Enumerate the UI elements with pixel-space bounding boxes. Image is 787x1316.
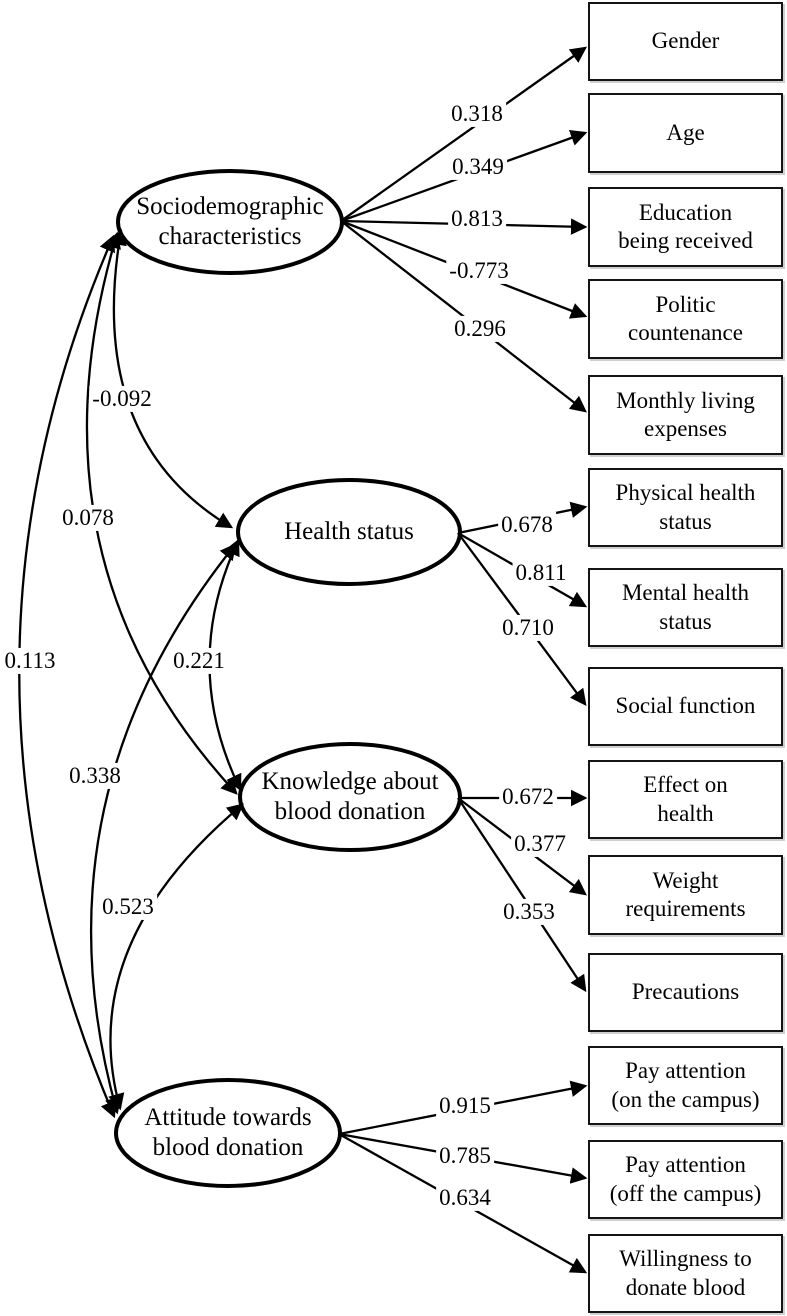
observed-label: Effect on health [643, 772, 728, 826]
loading-value-physical: 0.678 [498, 511, 556, 539]
loading-value-social: 0.710 [499, 614, 557, 642]
latent-label-sociodemographic: Sociodemographic characteristics [136, 193, 324, 250]
latent-label-health-status: Health status [284, 518, 414, 545]
observed-label: Mental health status [621, 580, 750, 634]
observed-box-effect: Effect on health [588, 760, 783, 839]
loading-value-precautions: 0.353 [500, 898, 558, 926]
covariance-value-health-knowledge: 0.221 [170, 647, 228, 675]
observed-box-education: Education being received [588, 187, 783, 267]
loading-value-politic: -0.773 [446, 257, 512, 285]
covariance-value-health-attitude: 0.338 [66, 762, 124, 790]
observed-box-weight: Weight requirements [588, 855, 783, 935]
observed-label: Gender [651, 28, 720, 54]
observed-box-social: Social function [588, 667, 783, 746]
observed-box-pay-on-campus: Pay attention (on the campus) [588, 1046, 783, 1125]
observed-label: Pay attention (off the campus) [609, 1152, 762, 1206]
loading-value-effect: 0.672 [499, 783, 557, 811]
loading-value-willingness: 0.634 [436, 1184, 494, 1212]
observed-label: Willingness to donate blood [619, 1246, 752, 1300]
latent-label-knowledge: Knowledge about blood donation [261, 768, 439, 825]
loading-arrow-gender [340, 46, 588, 222]
covariance-value-socio-health: -0.092 [89, 385, 155, 413]
observed-box-mental: Mental health status [588, 568, 783, 647]
loading-value-weight: 0.377 [511, 830, 569, 858]
latent-label-attitude: Attitude towards blood donation [144, 1104, 312, 1161]
observed-label: Politic countenance [628, 291, 743, 345]
observed-box-precautions: Precautions [588, 953, 783, 1032]
observed-box-age: Age [588, 93, 783, 173]
observed-box-willingness: Willingness to donate blood [588, 1234, 783, 1313]
observed-label: Education being received [618, 199, 753, 253]
covariance-value-socio-attitude: 0.113 [1, 647, 59, 675]
loading-value-pay-on: 0.915 [436, 1092, 494, 1120]
loading-value-mental: 0.811 [512, 559, 570, 587]
observed-label: Precautions [631, 979, 740, 1005]
observed-label: Weight requirements [625, 867, 746, 921]
observed-box-gender: Gender [588, 2, 783, 81]
observed-box-monthly: Monthly living expenses [588, 375, 783, 455]
loading-arrow-precautions [457, 797, 587, 993]
observed-label: Physical health status [615, 480, 756, 534]
covariance-curve-health-attitude [89, 543, 237, 1115]
observed-label: Social function [615, 693, 756, 719]
latent-ellipses [114, 169, 462, 1188]
loading-value-pay-off: 0.785 [436, 1142, 494, 1170]
covariance-value-knowledge-attitude: 0.523 [99, 893, 157, 921]
observed-label: Pay attention (on the campus) [611, 1058, 760, 1112]
loading-value-monthly: 0.296 [451, 315, 509, 343]
covariance-curve-socio-attitude [18, 234, 117, 1119]
covariance-curve-socio-health [110, 228, 234, 529]
covariance-value-socio-knowledge: 0.078 [59, 504, 117, 532]
loading-value-age: 0.349 [449, 153, 507, 181]
observed-box-physical: Physical health status [588, 468, 783, 547]
observed-box-pay-off-campus: Pay attention (off the campus) [588, 1140, 783, 1219]
observed-label: Age [666, 119, 705, 145]
observed-box-politic: Politic countenance [588, 279, 783, 359]
loading-value-education: 0.813 [448, 205, 506, 233]
observed-label: Monthly living expenses [616, 387, 755, 441]
loading-value-gender: 0.318 [448, 100, 506, 128]
covariance-curve-knowledge-attitude [108, 803, 244, 1111]
